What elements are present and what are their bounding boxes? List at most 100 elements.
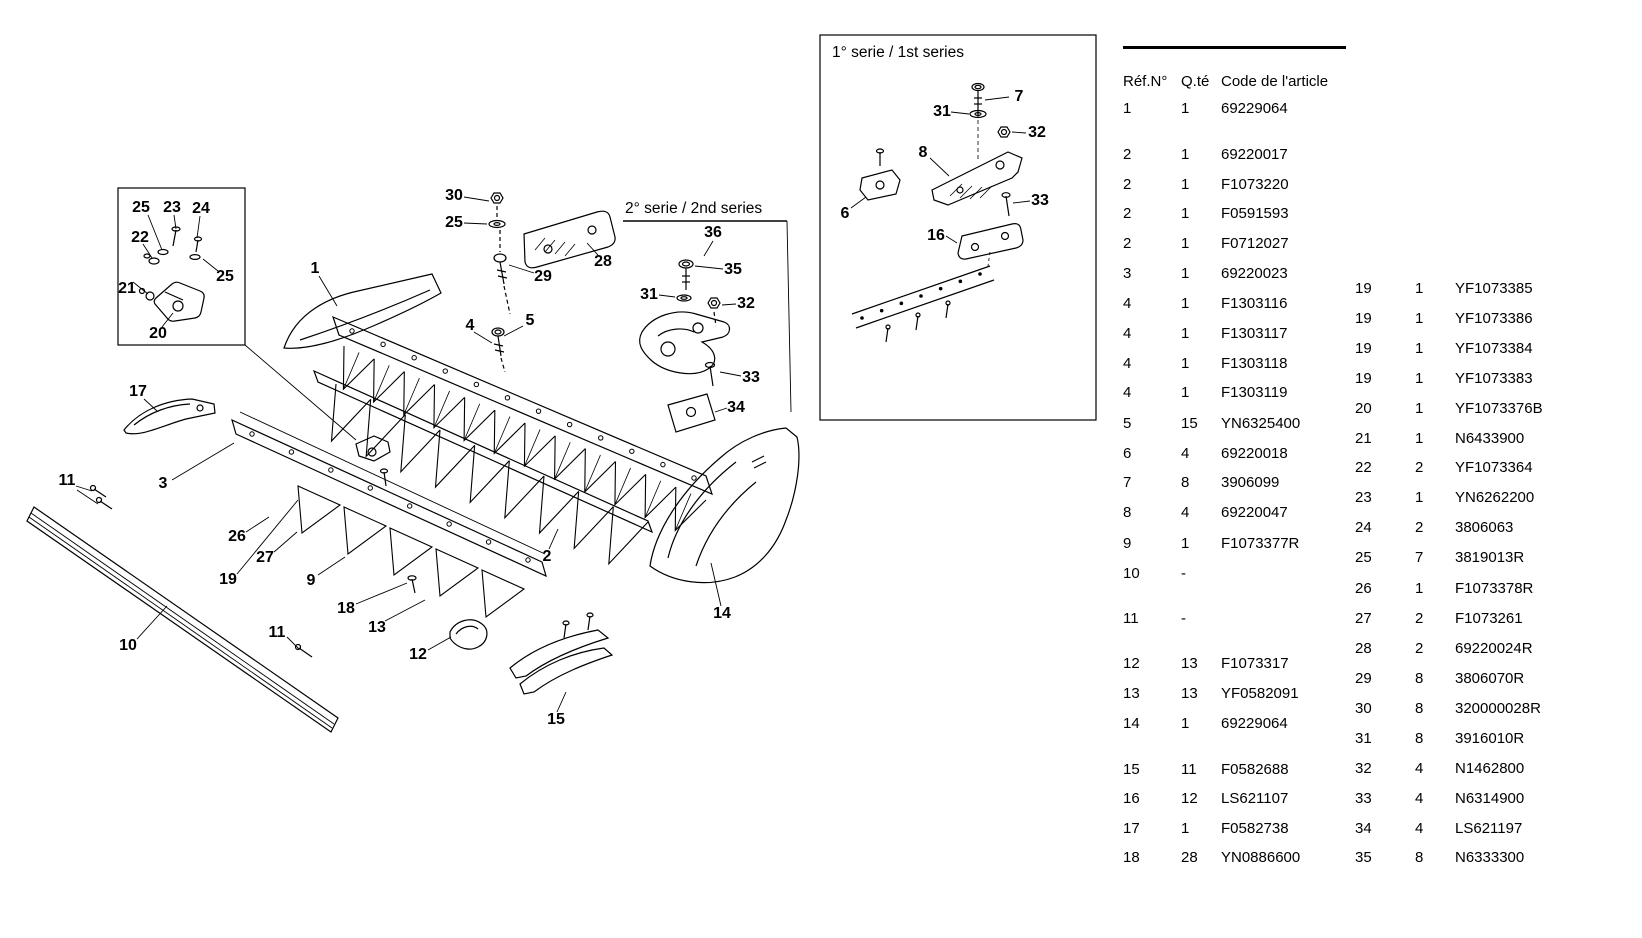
cell-code: F1073378R (1455, 580, 1534, 597)
outer-shoe-14-slot (751, 455, 765, 463)
cell-qty: 12 (1181, 790, 1198, 807)
cell-qty: 1 (1415, 580, 1424, 597)
callout-33: 33 (1031, 192, 1049, 209)
cell-code: YN0886600 (1221, 849, 1301, 866)
cell-qty: 1 (1415, 400, 1424, 417)
cell-qty: 8 (1181, 474, 1190, 491)
bolt-29-thread (497, 275, 508, 279)
cell-qty: 2 (1415, 459, 1424, 476)
callout-35: 35 (724, 261, 742, 278)
cell-qty: 28 (1181, 849, 1198, 866)
callout-13: 13 (368, 619, 386, 636)
washer-31-second (676, 294, 692, 302)
cell-code: F0712027 (1221, 235, 1289, 252)
knife-back-rivet (938, 286, 943, 291)
bar-clamp-screw (383, 471, 387, 487)
plate-15-screw-head (586, 612, 594, 618)
cell-qty: 2 (1415, 640, 1424, 657)
bar-rivet (380, 341, 386, 348)
cell-ref: 8 (1123, 504, 1132, 521)
callout-26: 26 (228, 528, 246, 545)
cell-code: N6333300 (1455, 849, 1525, 866)
col-header-ref: Réf.N° (1123, 73, 1168, 90)
inset-detail-box (117, 187, 246, 346)
callout-16: 16 (927, 227, 945, 244)
knife-back-bar-3 (231, 418, 547, 578)
bar-clamp-hole (367, 447, 377, 457)
outer-shoe-14-detail (667, 461, 737, 559)
knife-back-rivet (958, 279, 963, 284)
screw-11a (93, 488, 107, 498)
cell-qty: 8 (1415, 849, 1424, 866)
bar-rivet (566, 421, 573, 428)
callout-4: 4 (465, 317, 475, 334)
guard-finger (373, 358, 405, 404)
cell-code: 69220017 (1221, 146, 1288, 163)
cell-code: 69229064 (1221, 715, 1288, 732)
bolt-35-head-inner (681, 261, 691, 267)
bar3-rivet (367, 485, 373, 491)
screw-33-first-head (1001, 192, 1011, 198)
cell-qty: - (1181, 565, 1186, 582)
callout-29: 29 (534, 268, 552, 285)
cell-ref: 23 (1355, 489, 1372, 506)
cell-ref: 16 (1123, 790, 1140, 807)
bar-rivet (660, 461, 666, 468)
bar-rivet (691, 475, 697, 481)
callout-7: 7 (1014, 88, 1024, 105)
table-top-rule (1123, 46, 1346, 49)
cell-ref: 34 (1355, 820, 1372, 837)
bracket-6 (859, 169, 901, 201)
knife-blade (435, 548, 480, 598)
cell-qty: 2 (1415, 610, 1424, 627)
bar3-rivet (525, 557, 531, 563)
bolt-4-axis (500, 357, 506, 373)
clip-plate-28-hole (587, 225, 597, 235)
cell-ref: 5 (1123, 415, 1132, 432)
outer-shoe-14-slot (753, 461, 767, 469)
clip-plate-28-hatch (564, 243, 576, 257)
knife-back-rivet (879, 308, 884, 313)
cell-qty: 1 (1181, 384, 1190, 401)
cell-code: YN6325400 (1221, 415, 1301, 432)
rivet-18 (411, 578, 416, 594)
guard-finger-rib (373, 365, 390, 403)
callout-24: 24 (192, 200, 210, 217)
screw-11b-head (95, 496, 103, 504)
guard-finger-rib (674, 493, 692, 531)
callout-8: 8 (918, 144, 928, 161)
clip-plate-28-hatch (544, 239, 556, 253)
guard-finger-rib (524, 429, 541, 467)
nut-32-first (997, 126, 1011, 138)
cell-ref: 27 (1355, 610, 1372, 627)
callout-27: 27 (256, 549, 274, 566)
washer-31-first (969, 109, 987, 119)
series2-pointer (786, 220, 792, 413)
bracket-plate-8-hatch (969, 186, 983, 200)
callout-3: 3 (158, 475, 168, 492)
cell-code: F0582688 (1221, 761, 1289, 778)
bar-rivet (411, 355, 417, 361)
cell-ref: 12 (1123, 655, 1140, 672)
guard-finger-rib (644, 480, 662, 518)
callout-11: 11 (58, 472, 76, 489)
callout-25: 25 (445, 214, 463, 231)
knife-back-section (855, 279, 995, 329)
cell-code: YF1073383 (1455, 370, 1533, 387)
plate-16-hole (970, 242, 980, 252)
cell-code: F1303118 (1221, 355, 1288, 372)
cell-code: 3806070R (1455, 670, 1525, 687)
cell-ref: 14 (1123, 715, 1140, 732)
callout-6: 6 (840, 205, 850, 222)
callout-34: 34 (727, 399, 745, 416)
bracket-plate-8-hatch (979, 185, 993, 199)
bracket-plate-8-hole (995, 160, 1005, 170)
